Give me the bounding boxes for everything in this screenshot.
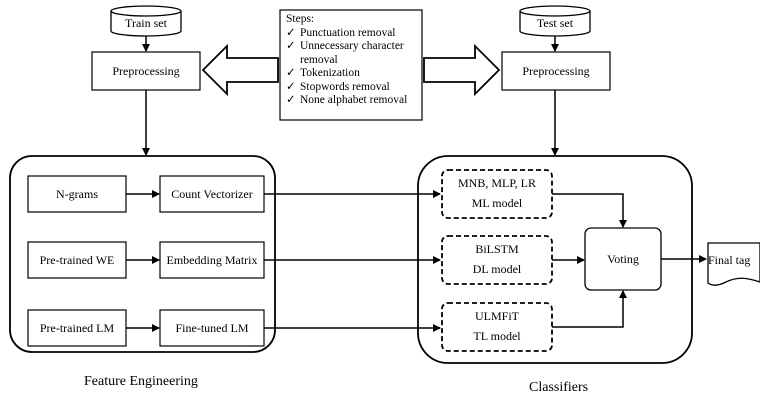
step-item-continuation: removal bbox=[300, 53, 338, 66]
checkmark-icon: ✓ bbox=[286, 80, 296, 93]
dl-model-line1: BiLSTM bbox=[475, 242, 519, 256]
test-set-label: Test set bbox=[536, 16, 574, 30]
count-vectorizer-label: Count Vectorizer bbox=[171, 187, 253, 201]
checkmark-icon: ✓ bbox=[286, 40, 296, 52]
checkmark-icon: ✓ bbox=[286, 26, 296, 39]
right-preprocessing-box bbox=[501, 51, 611, 91]
steps-title: Steps: bbox=[286, 13, 315, 25]
arrow-tl-to-voting bbox=[552, 290, 627, 328]
voting-label: Voting bbox=[607, 252, 639, 266]
ngrams-box bbox=[27, 175, 127, 213]
arrow-ml-to-voting bbox=[552, 193, 627, 228]
checkmark-icon: ✓ bbox=[286, 94, 296, 106]
left-preprocessing-label: Preprocessing bbox=[112, 64, 180, 78]
step-item: ✓Unnecessary character bbox=[286, 40, 404, 52]
step-item: ✓Tokenization bbox=[286, 67, 360, 79]
checkmark-icon: ✓ bbox=[286, 67, 296, 79]
right-preprocessing-label: Preprocessing bbox=[522, 64, 590, 78]
step-item: ✓Stopwords removal bbox=[286, 80, 390, 93]
pretrained-lm-box bbox=[27, 309, 127, 347]
tl-model-line2: TL model bbox=[473, 329, 521, 343]
ml-model-box bbox=[441, 169, 553, 219]
ngrams-label: N-grams bbox=[56, 187, 98, 201]
test-set-cylinder bbox=[519, 5, 591, 37]
final-tag-label: Final tag bbox=[708, 253, 751, 267]
train-set-label: Train set bbox=[125, 16, 167, 30]
step-item: ✓None alphabet removal bbox=[286, 94, 408, 106]
dl-model-line2: DL model bbox=[472, 262, 522, 276]
pretrained-we-label: Pre-trained WE bbox=[39, 253, 115, 267]
train-set-cylinder bbox=[110, 5, 182, 37]
ml-model-line2: ML model bbox=[471, 196, 523, 210]
steps-box: Steps: ✓Punctuation removal ✓Unnecessary… bbox=[280, 10, 422, 120]
steps-box-frame bbox=[279, 9, 423, 121]
classifiers-caption: Classifiers bbox=[529, 380, 589, 395]
steps-list: ✓Punctuation removal ✓Unnecessary charac… bbox=[280, 27, 422, 108]
embedding-matrix-label: Embedding Matrix bbox=[166, 253, 258, 267]
pretrained-we-box bbox=[27, 241, 127, 279]
feature-engineering-caption: Feature Engineering bbox=[84, 374, 198, 389]
finetuned-lm-label: Fine-tuned LM bbox=[175, 321, 249, 335]
ml-model-line1: MNB, MLP, LR bbox=[457, 176, 537, 190]
tl-model-box bbox=[441, 302, 553, 352]
tl-model-line1: ULMFiT bbox=[474, 309, 519, 323]
steps-left-block-arrow bbox=[201, 43, 279, 97]
dl-model-box bbox=[441, 235, 553, 285]
step-item: ✓Punctuation removal bbox=[286, 26, 396, 39]
steps-right-block-arrow bbox=[423, 43, 501, 97]
final-tag-shape bbox=[707, 242, 760, 286]
pretrained-lm-label: Pre-trained LM bbox=[39, 321, 115, 335]
